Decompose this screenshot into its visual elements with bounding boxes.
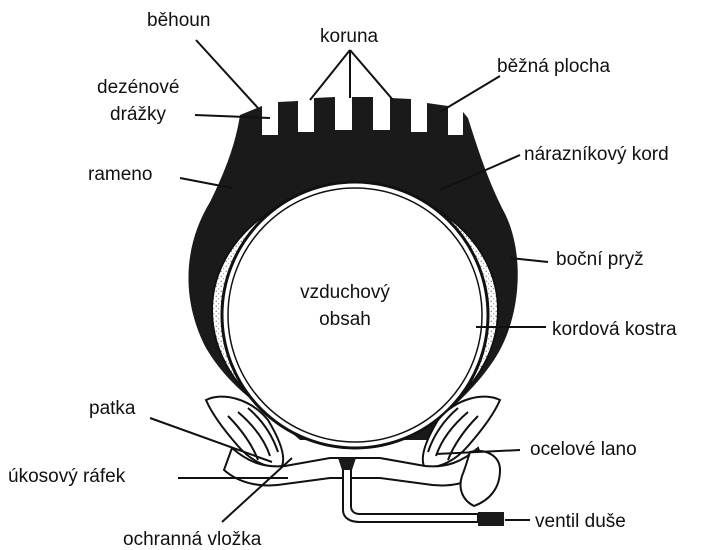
label-behoun: běhoun (147, 10, 210, 31)
label-dezenove-line1: dezénové (97, 77, 179, 98)
label-ocelove-lano: ocelové lano (530, 439, 637, 460)
tire-body (188, 97, 517, 448)
label-vzduchovy-line1: vzduchový (300, 282, 390, 303)
label-kordova-kostra: kordová kostra (552, 319, 677, 340)
label-rameno: rameno (88, 164, 152, 185)
leader-behoun (196, 40, 258, 108)
label-naraznikovy-kord: nárazníkový kord (524, 144, 669, 165)
label-bezna-plocha: běžná plocha (497, 56, 610, 77)
leader-bezna-plocha (440, 76, 500, 112)
label-dezenove-line2: drážky (110, 104, 166, 125)
label-ukosovy-rafek: úkosový ráfek (8, 466, 126, 487)
leader-koruna-3 (350, 50, 393, 100)
label-ventil-duse: ventil duše (535, 511, 626, 532)
label-patka: patka (89, 398, 136, 419)
label-vzduchovy-line2: obsah (319, 309, 371, 330)
leader-koruna-1 (310, 50, 350, 100)
valve-cap (478, 512, 504, 526)
label-bocni-pryz: boční pryž (556, 249, 644, 270)
label-ochranna-vlozka: ochranná vložka (123, 529, 262, 550)
label-koruna: koruna (320, 26, 379, 47)
